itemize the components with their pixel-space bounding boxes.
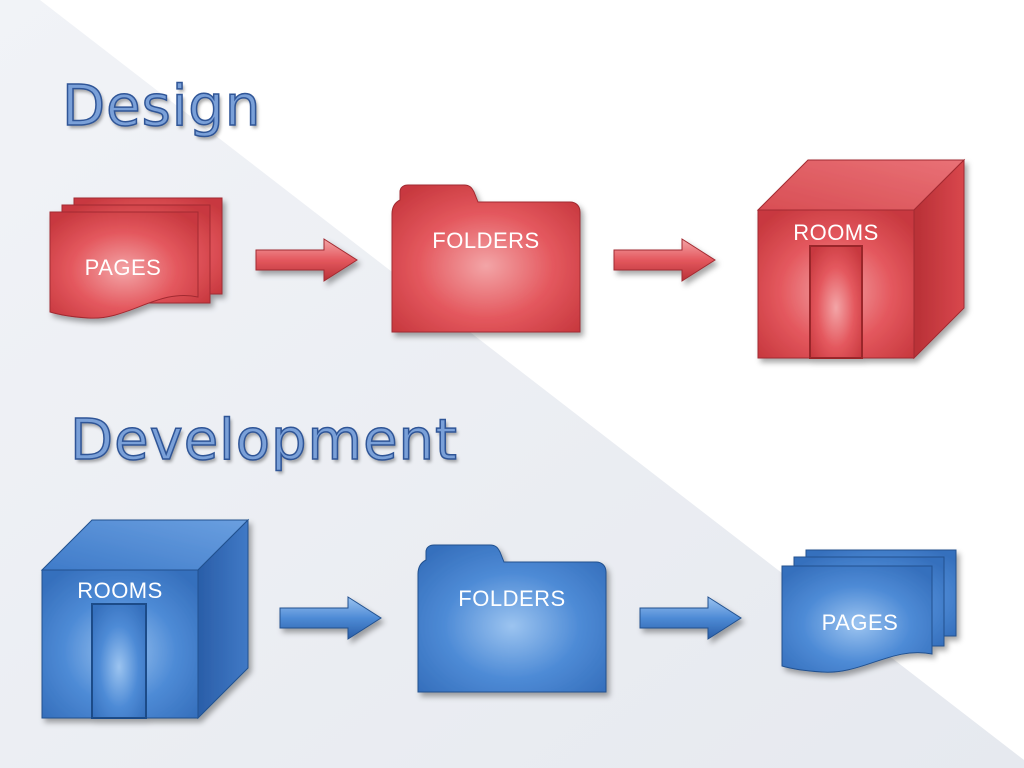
arrow-right-icon (279, 596, 382, 640)
pages-stack-icon (49, 197, 223, 319)
design-arrow-1 (254, 236, 360, 284)
design-pages-shape: PAGES (48, 196, 224, 322)
room-cube-icon (40, 518, 250, 720)
arrow-right-icon (613, 238, 716, 282)
development-heading: Development (69, 407, 458, 474)
arrow-right-icon (639, 596, 742, 640)
folder-icon (391, 184, 581, 333)
design-pages-label: PAGES (84, 255, 162, 280)
folder-icon (417, 544, 607, 693)
design-folders-shape: FOLDERS (388, 182, 584, 334)
design-rooms-shape: ROOMS (756, 156, 970, 362)
development-rooms-label: ROOMS (77, 578, 163, 603)
pages-stack-icon (781, 549, 957, 673)
arrow-right-icon (255, 238, 358, 282)
development-rooms-shape: ROOMS (40, 516, 254, 722)
development-arrow-2 (638, 594, 744, 642)
development-pages-shape: PAGES (780, 548, 960, 678)
development-folders-shape: FOLDERS (414, 542, 610, 694)
design-folders-label: FOLDERS (432, 228, 540, 253)
room-cube-icon (756, 158, 966, 360)
design-rooms-label: ROOMS (793, 220, 879, 245)
development-folders-label: FOLDERS (458, 586, 566, 611)
design-heading: Design (61, 73, 262, 140)
development-pages-label: PAGES (821, 610, 899, 635)
design-arrow-2 (612, 236, 718, 284)
development-arrow-1 (278, 594, 384, 642)
